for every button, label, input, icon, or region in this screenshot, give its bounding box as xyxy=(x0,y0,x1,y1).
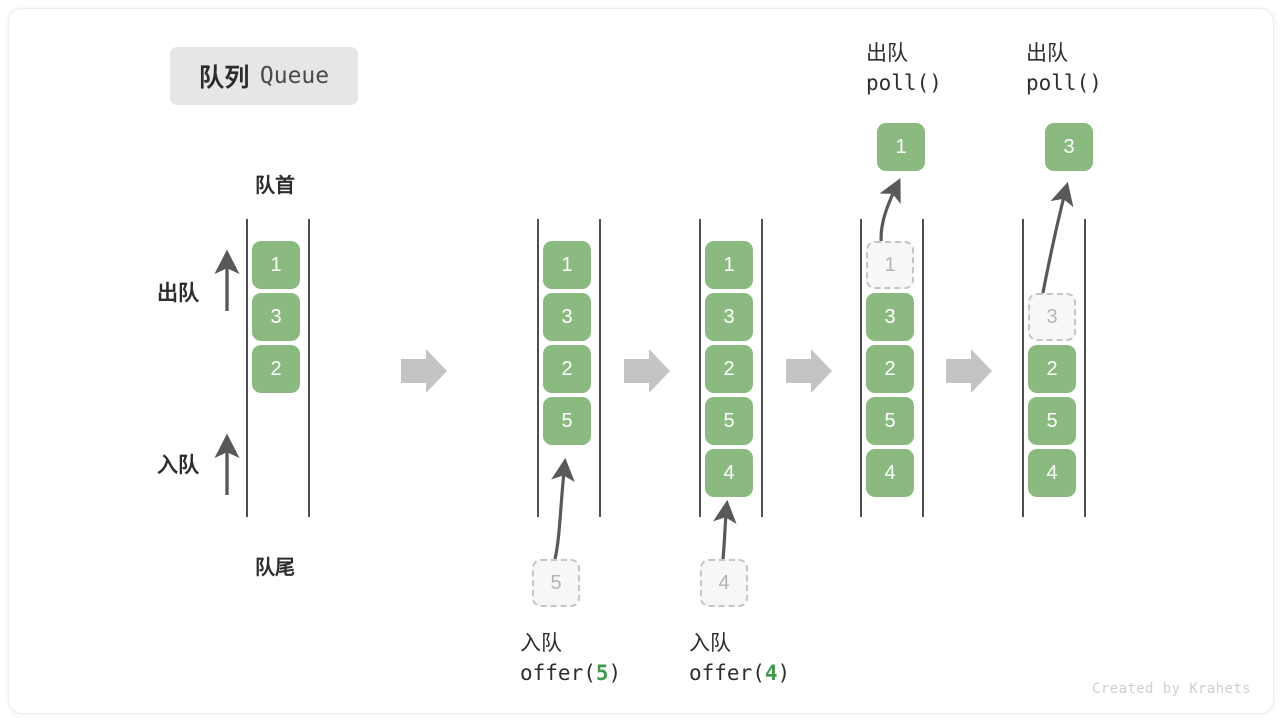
head-label: 队首 xyxy=(255,175,295,197)
incoming-ghost-cell: 4 xyxy=(700,559,748,607)
poll1-arrow-icon xyxy=(879,178,901,250)
rail-left xyxy=(860,219,862,517)
queue-cell: 3 xyxy=(866,293,914,341)
operation-caption-poll-3: 出队 poll() xyxy=(1026,39,1102,99)
rail-left xyxy=(1022,219,1024,517)
offer5-arrow-icon xyxy=(551,457,575,560)
popped-cell: 1 xyxy=(877,123,925,171)
flow-arrow-icon-3 xyxy=(786,349,832,393)
queue-cell: 3 xyxy=(252,293,300,341)
queue-cell: 5 xyxy=(866,397,914,445)
incoming-ghost-cell: 5 xyxy=(532,559,580,607)
poll3-arrow-icon xyxy=(1039,181,1074,304)
queue-cell: 3 xyxy=(705,293,753,341)
rail-left xyxy=(699,219,701,517)
queue-cell-new: 5 xyxy=(543,397,591,445)
operation-code: poll() xyxy=(1026,70,1102,95)
queue-cell: 3 xyxy=(543,293,591,341)
operation-code: offer(4) xyxy=(689,660,791,685)
queue-cell: 1 xyxy=(543,241,591,289)
title-en: Queue xyxy=(259,63,330,89)
popped-cell: 3 xyxy=(1045,123,1093,171)
rail-right xyxy=(1084,219,1086,517)
arrow-layer xyxy=(214,178,1074,560)
operation-caption-offer-5: 入队 offer(5) xyxy=(520,629,621,689)
rail-right xyxy=(599,219,601,517)
operation-caption-poll-1: 出队 poll() xyxy=(866,39,942,99)
operation-name: 入队 xyxy=(689,632,731,655)
queue-cell: 4 xyxy=(1028,449,1076,497)
operation-arg: 4 xyxy=(764,660,778,685)
flow-arrow-icon-4 xyxy=(946,349,992,393)
rail-left xyxy=(246,219,248,517)
rail-right xyxy=(922,219,924,517)
operation-arg: 5 xyxy=(595,660,609,685)
dequeue-direction-label: 出队 xyxy=(157,282,199,305)
operation-caption-offer-4: 入队 offer(4) xyxy=(689,629,790,689)
removed-ghost-cell: 3 xyxy=(1028,293,1076,341)
queue-cell: 5 xyxy=(705,397,753,445)
queue-cell: 1 xyxy=(252,241,300,289)
flow-arrow-icon-1 xyxy=(401,349,447,393)
queue-cell: 2 xyxy=(543,345,591,393)
credit-text: Created by Krahets xyxy=(1092,681,1251,697)
diagram-canvas: 队列 Queue 队首 队尾 出队 入队 xyxy=(8,8,1274,714)
rail-right xyxy=(761,219,763,517)
tail-label: 队尾 xyxy=(255,557,295,579)
queue-cell: 2 xyxy=(252,345,300,393)
queue-cell: 1 xyxy=(705,241,753,289)
queue-cell: 5 xyxy=(1028,397,1076,445)
queue-cell: 4 xyxy=(866,449,914,497)
removed-ghost-cell: 1 xyxy=(866,241,914,289)
title-cn: 队列 xyxy=(198,64,250,92)
queue-cell: 2 xyxy=(705,345,753,393)
operation-code: offer(5) xyxy=(520,660,622,685)
rail-left xyxy=(537,219,539,517)
rail-right xyxy=(308,219,310,517)
queue-cell: 2 xyxy=(866,345,914,393)
offer4-arrow-icon xyxy=(713,499,737,560)
enqueue-direction-label: 入队 xyxy=(157,454,199,477)
operation-name: 入队 xyxy=(520,632,562,655)
operation-name: 出队 xyxy=(866,42,908,65)
flow-arrow-icon-2 xyxy=(624,349,670,393)
operation-name: 出队 xyxy=(1026,42,1068,65)
title-badge: 队列 Queue xyxy=(170,47,358,105)
queue-cell-new: 4 xyxy=(705,449,753,497)
queue-cell: 2 xyxy=(1028,345,1076,393)
operation-code: poll() xyxy=(866,70,942,95)
